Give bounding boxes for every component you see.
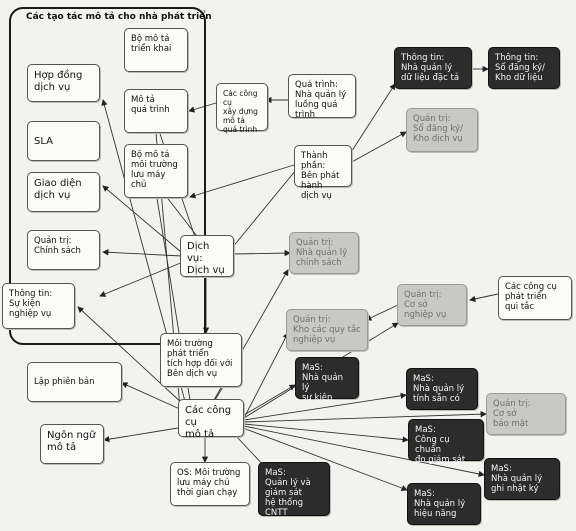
node-service: Dịch vụ:Dịch vụ [180,235,234,277]
developer-artifacts-group [9,7,206,345]
edge [102,185,182,253]
node-service-registry-governance: Quản trị:Sổ đăng ký/Kho dịch vụ [406,108,478,152]
edge [102,249,183,257]
edge [349,131,407,164]
edge [242,427,408,492]
node-policy-governance: Quản trị:Chính sách [27,230,100,270]
edge [103,427,179,443]
edge [189,164,295,199]
edge [231,164,301,249]
edge [99,261,184,297]
node-sla: SLA [27,121,100,161]
edge [188,102,217,113]
edge [243,411,487,423]
edge [365,304,399,321]
edge [243,332,289,419]
edge [243,392,407,421]
edge [243,425,485,478]
edge [243,423,409,443]
edge [347,83,396,158]
edge [243,384,296,416]
edge [469,293,499,302]
edge [121,382,183,411]
node-versioning: Lập phiên bản [27,362,122,402]
edge [77,306,185,406]
node-registry-repository: Thông tin:Sổ đăng ký/Kho dữ liệu [488,47,560,89]
edge [233,249,291,257]
group-title: Các tạo tác mô tả cho nhà phát triển [26,12,212,22]
